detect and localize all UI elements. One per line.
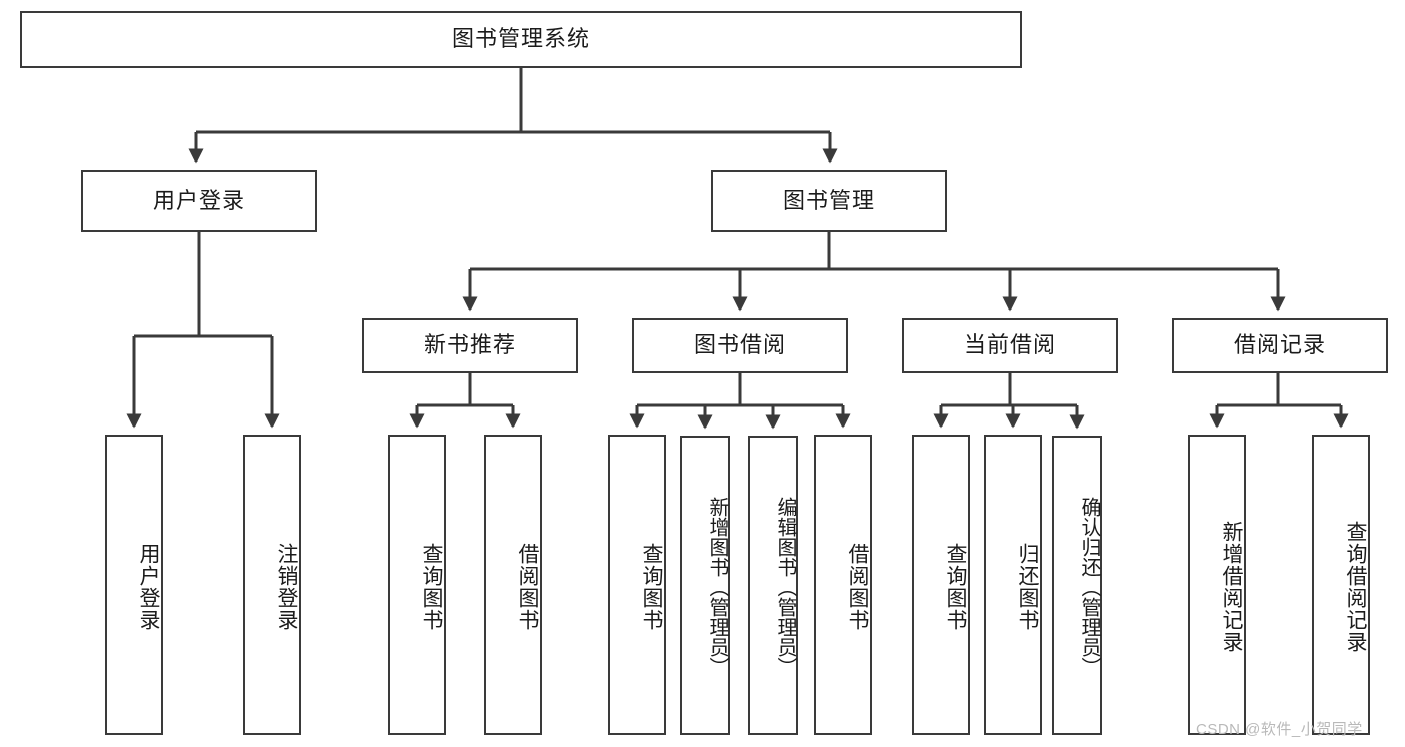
leaf-return-book[interactable]: 归还图书 [984, 435, 1042, 735]
leaf-query-book-borrow[interactable]: 查询图书 [608, 435, 666, 735]
leaf-confirm-return-admin[interactable]: 确认归还（管理员） [1052, 436, 1102, 735]
node-user-login[interactable]: 用户登录 [81, 170, 317, 232]
leaf-add-book-admin[interactable]: 新增图书（管理员） [680, 436, 730, 735]
leaf-logout[interactable]: 注销登录 [243, 435, 301, 735]
leaf-add-borrow-record[interactable]: 新增借阅记录 [1188, 435, 1246, 735]
node-new-book-recommend[interactable]: 新书推荐 [362, 318, 578, 373]
node-book-management[interactable]: 图书管理 [711, 170, 947, 232]
node-root[interactable]: 图书管理系统 [20, 11, 1022, 68]
node-book-borrow[interactable]: 图书借阅 [632, 318, 848, 373]
leaf-borrow-book[interactable]: 借阅图书 [814, 435, 872, 735]
node-current-borrow[interactable]: 当前借阅 [902, 318, 1118, 373]
leaf-borrow-book-recommend[interactable]: 借阅图书 [484, 435, 542, 735]
leaf-query-book-recommend[interactable]: 查询图书 [388, 435, 446, 735]
node-borrow-records[interactable]: 借阅记录 [1172, 318, 1388, 373]
leaf-user-login[interactable]: 用户登录 [105, 435, 163, 735]
leaf-edit-book-admin[interactable]: 编辑图书（管理员） [748, 436, 798, 735]
leaf-query-borrow-record[interactable]: 查询借阅记录 [1312, 435, 1370, 735]
csdn-watermark: CSDN @软件_小贺同学 [1196, 721, 1363, 738]
leaf-query-book-current[interactable]: 查询图书 [912, 435, 970, 735]
